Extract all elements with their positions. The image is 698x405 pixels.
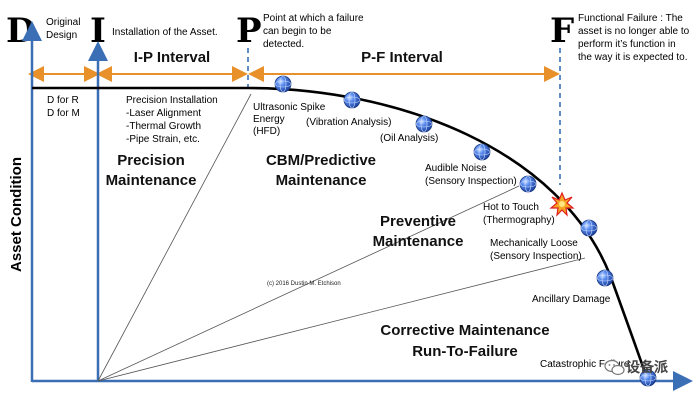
phase-letter-i: I xyxy=(90,11,106,51)
install-note-line-1: Precision Installation xyxy=(126,95,218,106)
explosion-icon xyxy=(549,191,575,217)
blue-globe-icon xyxy=(473,143,491,161)
strategy-precision: Precision Maintenance xyxy=(106,152,197,189)
blue-globe-icon xyxy=(519,175,537,193)
curve-point-label-8-line-1: Catastrophic Failure xyxy=(540,359,630,370)
strategy-precision-line-1: Precision xyxy=(117,152,185,169)
strategy-cbm-line-1: CBM/Predictive xyxy=(266,152,376,169)
copyright-notice: (c) 2016 Dustin M. Etchison xyxy=(267,281,341,287)
strategy-fan-lines xyxy=(97,93,586,382)
pf-curve xyxy=(32,86,650,382)
design-notes: D for R D for M xyxy=(47,95,80,119)
phase-f-desc-line-4: the way it is expected to. xyxy=(578,52,688,63)
curve-point-label-1-line-2: Energy xyxy=(253,114,285,125)
phase-f-desc-line-3: perform it’s function in xyxy=(578,39,676,50)
curve-point-label-1-line-1: Ultrasonic Spike xyxy=(253,102,326,113)
phase-f-desc-line-1: Functional Failure : The xyxy=(578,13,683,24)
phase-letter-p: P xyxy=(236,11,262,51)
strategy-corrective-line-2: Run-To-Failure xyxy=(412,343,518,360)
phase-p-desc-line-1: Point at which a failure xyxy=(263,13,364,24)
strategy-cbm-line-2: Maintenance xyxy=(276,172,367,189)
blue-globe-icon xyxy=(343,91,361,109)
install-note-line-4: -Pipe Strain, etc. xyxy=(126,134,200,145)
phase-i: I Installation of the Asset. xyxy=(90,11,218,51)
strategy-preventive-line-1: Preventive xyxy=(380,213,456,230)
strategy-precision-line-2: Maintenance xyxy=(106,172,197,189)
interval-label-ip: I-P Interval xyxy=(134,49,210,66)
curve-point-label-5-line-1: Hot to Touch xyxy=(483,202,539,213)
strategy-corrective-line-1: Corrective Maintenance xyxy=(380,322,549,339)
phase-f-desc-line-2: asset is no longer able to xyxy=(578,26,690,37)
fan-line-1 xyxy=(97,93,252,382)
install-notes: Precision Installation -Laser Alignment … xyxy=(126,95,218,145)
phase-d-desc-line-1: Original xyxy=(46,17,80,28)
curve-point-label-5-line-2: (Thermography) xyxy=(483,215,555,226)
blue-globe-icon xyxy=(639,369,657,387)
install-note-line-3: -Thermal Growth xyxy=(126,121,201,132)
phase-d: D Original Design xyxy=(6,11,80,51)
phase-letter-f: F xyxy=(550,11,574,51)
install-note-line-2: -Laser Alignment xyxy=(126,108,201,119)
blue-globe-icon xyxy=(274,75,292,93)
phase-p-desc-line-2: can begin to be xyxy=(263,26,332,37)
phase-p-desc-line-3: detected. xyxy=(263,39,304,50)
curve-point-label-1-line-3: (HFD) xyxy=(253,126,280,137)
strategy-preventive: Preventive Maintenance xyxy=(373,213,464,250)
blue-globe-icon xyxy=(580,219,598,237)
curve-point-label-2-line-1: (Vibration Analysis) xyxy=(306,117,391,128)
design-note-line-2: D for M xyxy=(47,108,80,119)
curve-point-label-6-line-2: (Sensory Inspection) xyxy=(490,251,582,262)
interval-label-pf: P-F Interval xyxy=(361,49,443,66)
phase-f: F Functional Failure : The asset is no l… xyxy=(550,11,690,63)
design-note-line-1: D for R xyxy=(47,95,79,106)
curve-point-label-4-line-1: Audible Noise xyxy=(425,163,487,174)
curve-point-label-3-line-1: (Oil Analysis) xyxy=(380,133,438,144)
curve-point-label-7-line-1: Ancillary Damage xyxy=(532,294,611,305)
watermark-text: 设备派 xyxy=(626,359,669,375)
fan-line-2 xyxy=(97,185,520,382)
watermark: 设备派 xyxy=(604,359,669,376)
strategy-preventive-line-2: Maintenance xyxy=(373,233,464,250)
curve-point-label-6-line-1: Mechanically Loose xyxy=(490,238,578,249)
wechat-logo-icon xyxy=(604,359,625,376)
strategy-corrective: Corrective Maintenance Run-To-Failure xyxy=(380,322,549,360)
blue-globe-icon xyxy=(596,269,614,287)
curve-nodes xyxy=(274,75,657,387)
curve-point-label-4-line-2: (Sensory Inspection) xyxy=(425,176,517,187)
fan-line-3 xyxy=(97,257,586,382)
phase-d-desc-line-2: Design xyxy=(46,30,77,41)
blue-globe-icon xyxy=(415,115,433,133)
y-axis-label: Asset Condition xyxy=(8,157,25,272)
curve-point-labels: Ultrasonic Spike Energy (HFD) (Vibration… xyxy=(253,102,630,370)
phase-p: P Point at which a failure can begin to … xyxy=(236,11,364,51)
phase-i-desc-line-1: Installation of the Asset. xyxy=(112,27,218,38)
strategy-cbm: CBM/Predictive Maintenance xyxy=(266,152,376,189)
